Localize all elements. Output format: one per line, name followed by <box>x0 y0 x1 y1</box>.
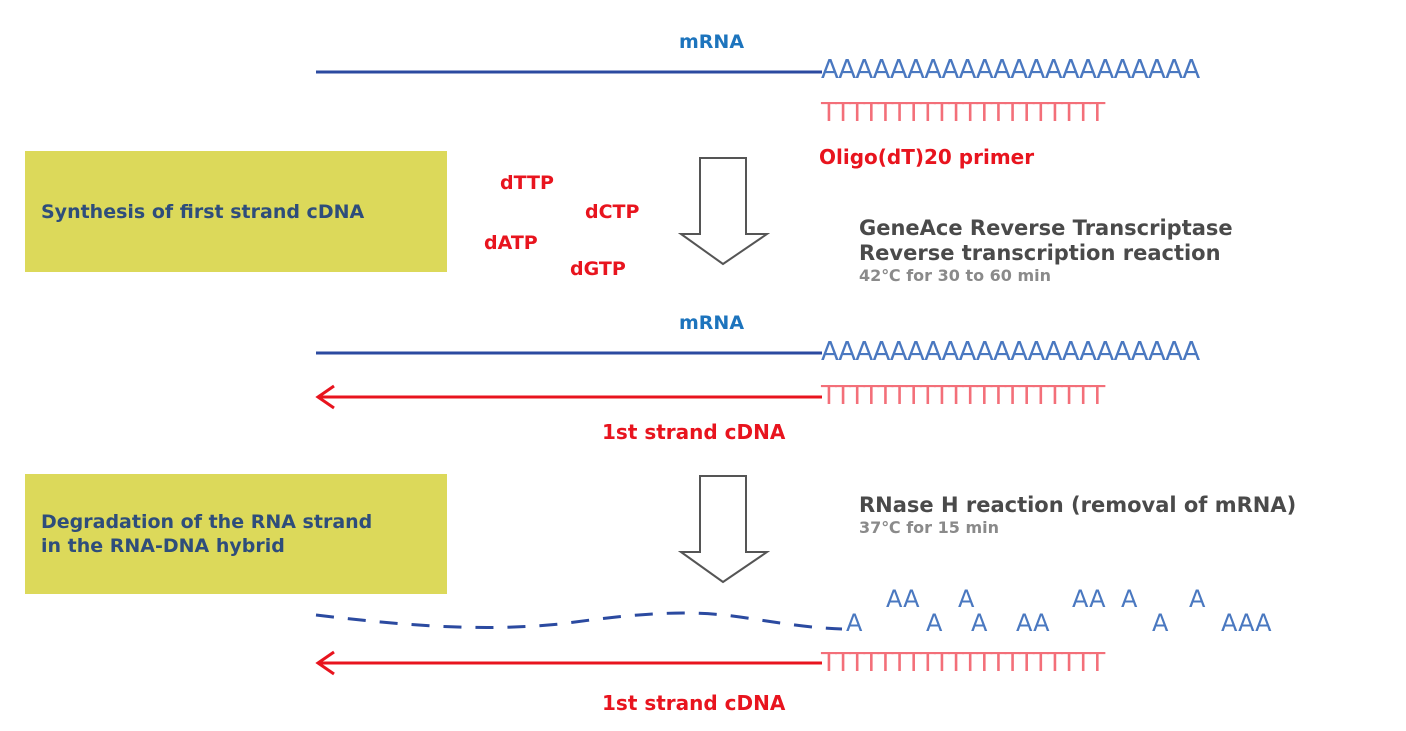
polya-fragment: A <box>846 609 863 637</box>
polya-fragment: A <box>1152 609 1169 637</box>
primer-label: Oligo(dT)20 primer <box>819 145 1035 169</box>
cdna-arrowhead-bottom <box>315 650 335 676</box>
rnase-conditions: RNase H reaction (removal of mRNA) 37℃ f… <box>859 493 1296 537</box>
mrna-label-mid: mRNA <box>679 312 745 334</box>
polya-fragment: A <box>1189 585 1206 613</box>
rt-conditions: GeneAce Reverse Transcriptase Reverse tr… <box>859 216 1233 285</box>
rnase-reaction: RNase H reaction (removal of mRNA) <box>859 493 1297 517</box>
polya-fragment: A <box>926 609 943 637</box>
polya-fragment: AA <box>886 585 920 613</box>
mrna-degraded-dashed <box>315 611 843 631</box>
polya-fragment: AA <box>1072 585 1106 613</box>
cdna-label-mid: 1st strand cDNA <box>602 420 786 444</box>
step-label-degradation-line2: in the RNA-DNA hybrid <box>41 535 285 557</box>
mrna-label-top: mRNA <box>679 31 745 53</box>
nucleotide-datp: dATP <box>484 232 538 254</box>
polya-fragment: AA <box>1016 609 1050 637</box>
nucleotide-dttp: dTTP <box>500 172 554 194</box>
polya-fragment: A <box>958 585 975 613</box>
polyt-primer-bottom: TTTTTTTTTTTTTTTTTTTT <box>821 648 1105 678</box>
rt-enzyme: GeneAce Reverse Transcriptase <box>859 216 1233 240</box>
polya-tail-top: AAAAAAAAAAAAAAAAAAAAAA <box>821 55 1200 85</box>
rt-temperature: 42℃ for 30 to 60 min <box>859 266 1052 285</box>
step-label-degradation: Degradation of the RNA strand in the RNA… <box>41 510 372 558</box>
rnase-temperature: 37℃ for 15 min <box>859 518 1000 537</box>
rt-reaction: Reverse transcription reaction <box>859 241 1221 265</box>
cdna-label-bottom: 1st strand cDNA <box>602 691 786 715</box>
polya-fragment: AAA <box>1221 609 1272 637</box>
step-label-first-strand: Synthesis of first strand cDNA <box>41 200 365 223</box>
polya-tail-mid: AAAAAAAAAAAAAAAAAAAAAA <box>821 337 1200 367</box>
step-box-first-strand: Synthesis of first strand cDNA <box>25 151 447 272</box>
step-label-degradation-line1: Degradation of the RNA strand <box>41 511 373 533</box>
polyt-primer-top: TTTTTTTTTTTTTTTTTTTT <box>821 98 1105 128</box>
nucleotide-dctp: dCTP <box>585 201 640 223</box>
step-box-degradation: Degradation of the RNA strand in the RNA… <box>25 474 447 594</box>
polya-fragment: A <box>971 609 988 637</box>
down-arrow-icon <box>678 157 770 266</box>
down-arrow-icon <box>678 475 770 584</box>
polya-fragment: A <box>1121 585 1138 613</box>
nucleotide-dgtp: dGTP <box>570 258 626 280</box>
cdna-arrowhead-mid <box>315 384 335 410</box>
polyt-primer-mid: TTTTTTTTTTTTTTTTTTTT <box>821 381 1105 411</box>
